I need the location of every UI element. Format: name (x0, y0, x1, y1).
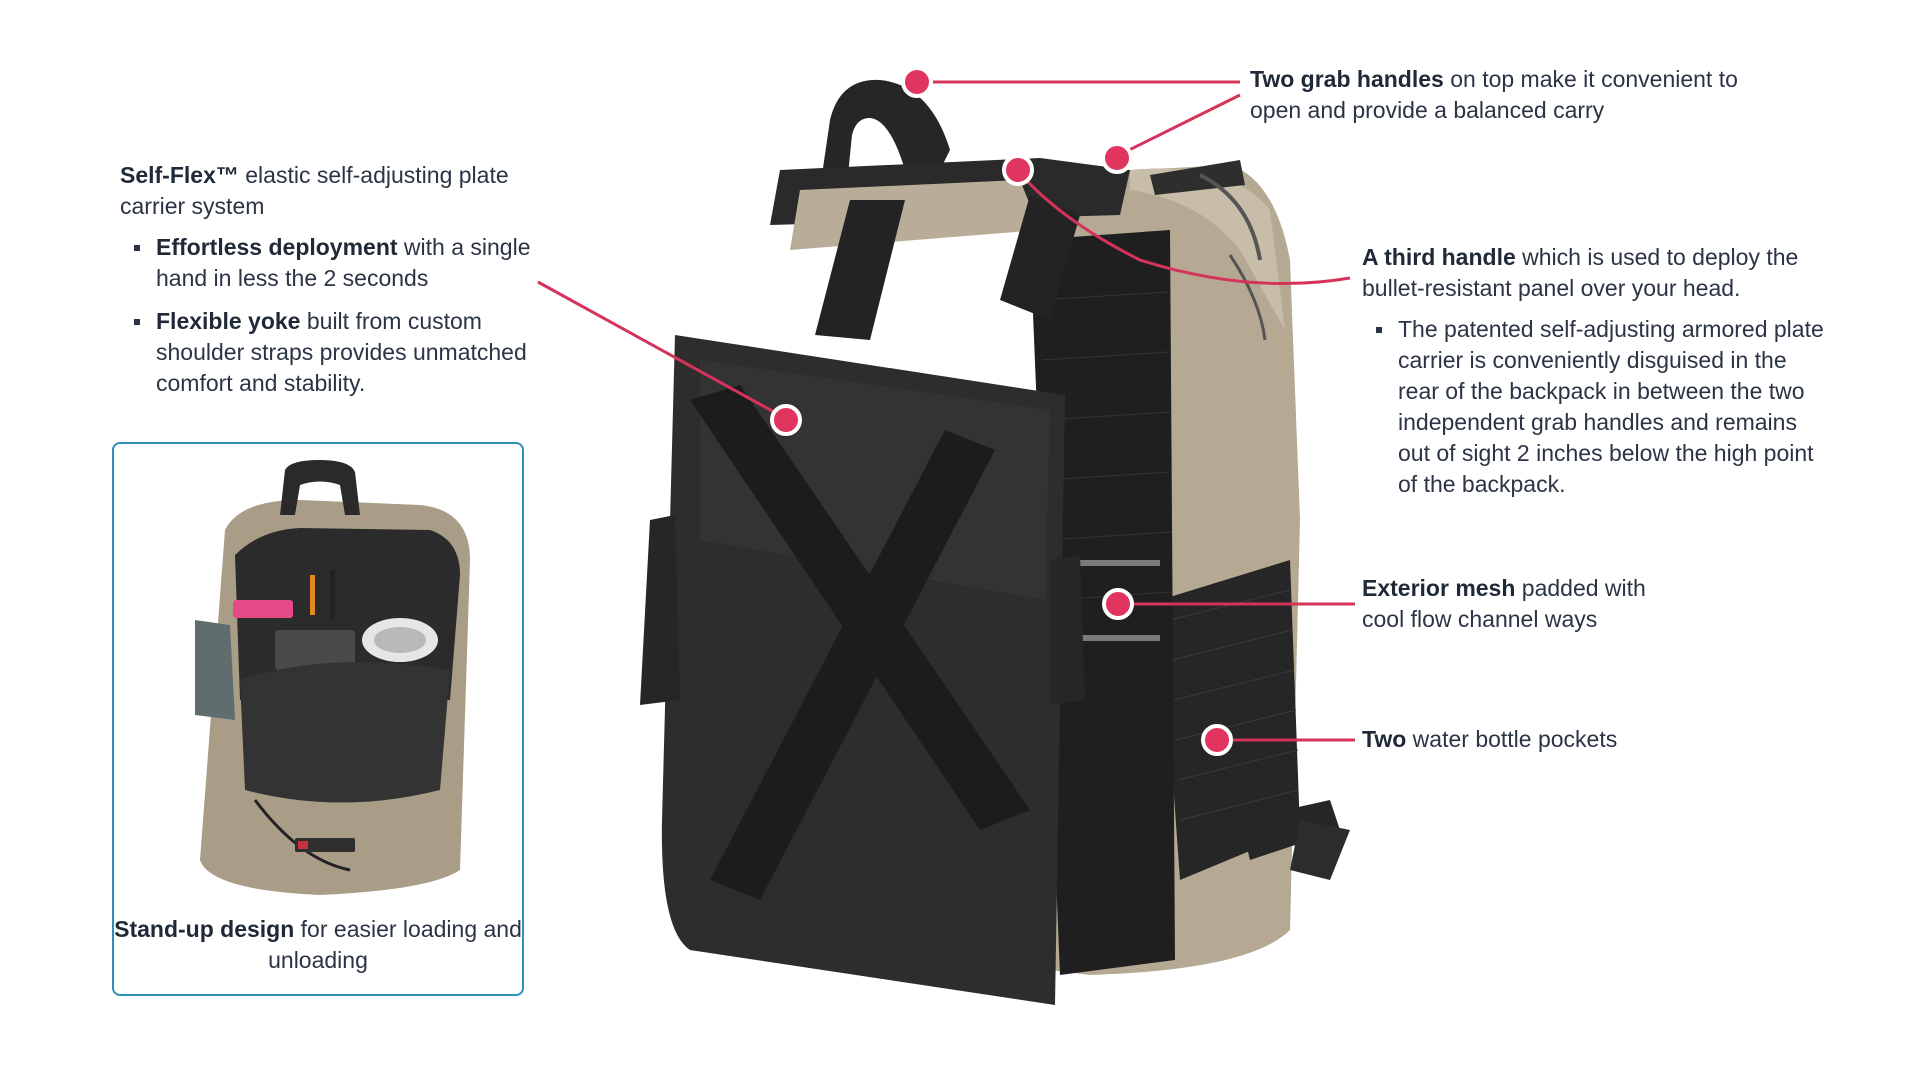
standup-caption: Stand-up design for easier loading and u… (114, 914, 522, 976)
self-flex-bullet-deployment: Effortless deployment with a single hand… (134, 232, 540, 294)
callout-dot-third-handle (1002, 154, 1034, 186)
standup-text: for easier loading and unloading (268, 916, 522, 973)
callout-leaders (537, 80, 1355, 742)
bottle-bold: Two (1362, 726, 1407, 752)
leader-self-flex-line (537, 280, 786, 420)
callout-third-handle: A third handle which is used to deploy t… (1362, 242, 1832, 512)
third-handle-bullets: The patented self-adjusting armored plat… (1362, 314, 1832, 500)
bullet-bold: Flexible yoke (156, 308, 301, 334)
third-handle-text: which is used to deploy the bullet-resis… (1362, 244, 1799, 301)
leader-third-handle-line (1015, 169, 1351, 286)
callout-dot-bottle (1201, 724, 1233, 756)
callout-dots (770, 66, 1233, 756)
callout-dot-grab-handle-2 (1101, 142, 1133, 174)
third-handle-bold: A third handle (1362, 244, 1516, 270)
bullet-text: with a single hand in less the 2 seconds (156, 234, 531, 291)
grab-handles-bold: Two grab handles (1250, 66, 1444, 92)
grab-handles-text: on top make it convenient to open and pr… (1250, 66, 1738, 123)
callout-dot-mesh (1102, 588, 1134, 620)
third-handle-bullet-plate: The patented self-adjusting armored plat… (1376, 314, 1832, 500)
callout-dot-grab-handle-1 (901, 66, 933, 98)
self-flex-bullet-yoke: Flexible yoke built from custom shoulder… (134, 306, 540, 399)
leader-grab-handles-line-2 (1114, 93, 1241, 159)
inset-backpack (195, 460, 470, 895)
bottle-text: water bottle pockets (1406, 726, 1618, 752)
self-flex-text: elastic self-adjusting plate carrier sys… (120, 162, 509, 219)
callout-self-flex: Self-Flex™ elastic self-adjusting plate … (120, 160, 540, 411)
callout-dot-self-flex (770, 404, 802, 436)
bullet-bold: Effortless deployment (156, 234, 398, 260)
callout-water-bottle: Two water bottle pockets (1362, 724, 1762, 755)
mesh-bold: Exterior mesh (1362, 575, 1516, 601)
standup-bold: Stand-up design (114, 916, 295, 942)
bullet-text: built from custom shoulder straps provid… (156, 308, 527, 396)
self-flex-bold: Self-Flex™ (120, 162, 239, 188)
callout-grab-handles: Two grab handles on top make it convenie… (1250, 64, 1750, 126)
mesh-text: padded with cool flow channel ways (1362, 575, 1646, 632)
main-backpack (640, 79, 1350, 1005)
callout-exterior-mesh: Exterior mesh padded with cool flow chan… (1362, 573, 1692, 635)
self-flex-bullets: Effortless deployment with a single hand… (120, 232, 540, 399)
standup-inset-box: Stand-up design for easier loading and u… (112, 442, 524, 996)
